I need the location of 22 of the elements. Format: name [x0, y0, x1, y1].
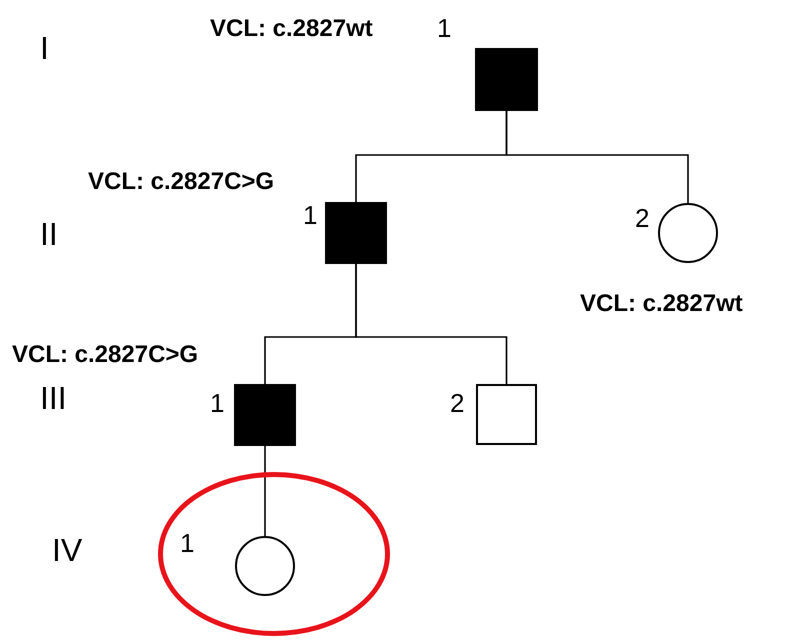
individual-number: 1 [180, 530, 194, 556]
pedigree-line [355, 264, 508, 384]
generation-label: IV [52, 534, 82, 566]
generation-label: II [40, 218, 58, 250]
affected-male-square [475, 48, 538, 111]
genotype-label: VCL: c.2827C>G [88, 170, 274, 194]
pedigree-line [506, 111, 689, 203]
highlight-ellipse [158, 472, 390, 636]
affected-male-square [325, 202, 387, 264]
individual-number: 2 [450, 390, 464, 416]
unaffected-male-square [476, 384, 537, 445]
generation-label: III [40, 382, 67, 414]
affected-male-square [234, 384, 296, 446]
individual-number: 1 [210, 390, 224, 416]
genotype-label: VCL: c.2827wt [580, 292, 743, 316]
individual-number: 1 [437, 15, 452, 41]
individual-number: 1 [303, 202, 318, 228]
generation-label: I [40, 32, 49, 64]
pedigree-line [264, 446, 266, 536]
genotype-label: VCL: c.2827wt [210, 17, 373, 41]
genotype-label: VCL: c.2827C>G [12, 343, 198, 367]
individual-number: 2 [635, 205, 650, 231]
